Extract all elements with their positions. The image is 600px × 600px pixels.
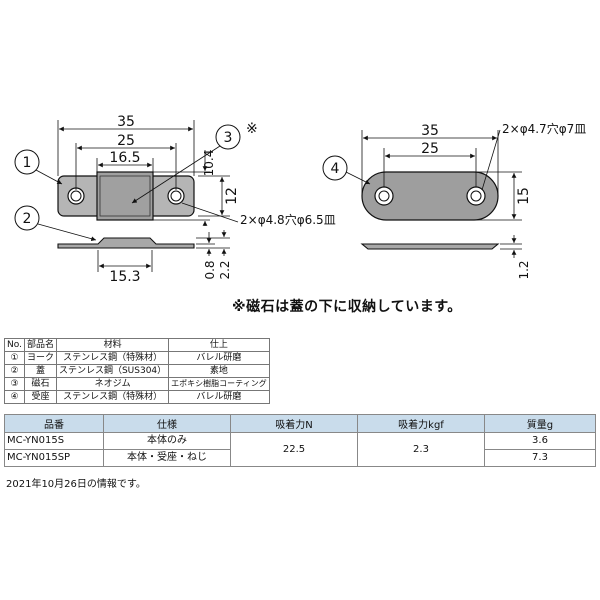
parts-table: No. 部品名 材料 仕上 ① ヨーク ステンレス鋼（特殊材） バレル研磨 ② …	[4, 338, 270, 404]
hole-left-icon	[67, 187, 85, 205]
parts-header-row: No. 部品名 材料 仕上	[4, 338, 270, 352]
spec-header-cell: 吸着力N	[230, 414, 358, 433]
left-dim-10-4: 10.4	[202, 150, 216, 177]
left-dim-35: 35	[117, 114, 135, 130]
spec-header-row: 品番 仕様 吸着力N 吸着力kgf 質量g	[4, 414, 596, 433]
right-dim-25: 25	[421, 141, 439, 157]
table-cell: ヨーク	[23, 351, 57, 365]
force-kgf: 2.3	[357, 432, 485, 467]
callout-1-label: 1	[23, 155, 32, 171]
callout-4-label: 4	[331, 161, 340, 177]
callout-mark: ※	[246, 121, 258, 137]
left-dim-0-8: 0.8	[203, 260, 217, 279]
mass: 3.6	[484, 432, 596, 450]
callout-2-label: 2	[23, 211, 32, 227]
left-dimension-lines	[57, 120, 239, 272]
spec-text: 本体・受座・ねじ	[103, 449, 231, 467]
right-dimension-lines	[361, 129, 522, 258]
plate-hole-left-icon	[374, 186, 394, 206]
table-cell: 磁石	[23, 377, 57, 391]
left-dim-15-3: 15.3	[109, 269, 140, 285]
table-cell: ステンレス鋼（SUS304）	[55, 364, 170, 378]
left-dim-16-5: 16.5	[109, 150, 140, 166]
table-cell: バレル研磨	[168, 351, 270, 365]
table-cell: バレル研磨	[168, 390, 270, 404]
strike-plate-top-view	[361, 171, 499, 221]
table-cell: ②	[4, 364, 25, 378]
table-row: MC-YN015S 本体のみ 22.5 2.3 3.6	[4, 432, 596, 467]
table-cell: 蓋	[23, 364, 57, 378]
strike-plate-side-view	[360, 243, 500, 250]
spec-header-cell: 吸着力kgf	[357, 414, 485, 433]
callout-4	[322, 155, 371, 185]
spec-text: 本体のみ	[103, 432, 231, 450]
callout-2	[14, 205, 97, 242]
storage-note: ※磁石は蓋の下に収納しています。	[232, 299, 462, 315]
callout-3	[131, 124, 241, 204]
callout-3-label: 3	[224, 130, 233, 146]
yoke-side-view	[57, 237, 195, 249]
table-row: MC-YN015SP 本体・受座・ねじ 7.3	[4, 449, 596, 467]
spec-header-cell: 質量g	[484, 414, 596, 433]
parts-header-cell: 仕上	[168, 338, 270, 352]
callout-1	[14, 149, 63, 185]
yoke-top-view	[57, 171, 195, 221]
product-code: MC-YN015SP	[4, 449, 104, 467]
hole-right-icon	[167, 187, 185, 205]
table-row: ② 蓋 ステンレス鋼（SUS304） 素地	[4, 364, 270, 378]
left-dim-2-2: 2.2	[218, 260, 232, 279]
table-cell: エポキシ樹脂コーティング	[168, 377, 270, 391]
technical-drawing: 1 2 3 ※ 35 25 16.5 15.3 10.4 12 0.8 2.2 …	[14, 114, 586, 285]
table-cell: 素地	[168, 364, 270, 378]
spec-header-cell: 仕様	[103, 414, 231, 433]
table-cell: ステンレス鋼（特殊材）	[55, 351, 170, 365]
left-dim-12: 12	[224, 187, 240, 205]
product-code: MC-YN015S	[4, 432, 104, 450]
table-cell: ③	[4, 377, 25, 391]
table-row: ④ 受座 ステンレス鋼（特殊材） バレル研磨	[4, 390, 270, 404]
parts-header-cell: No.	[4, 338, 25, 352]
parts-header-cell: 部品名	[23, 338, 57, 352]
parts-header-cell: 材料	[55, 338, 170, 352]
table-row: ③ 磁石 ネオジム エポキシ樹脂コーティング	[4, 377, 270, 391]
force-n: 22.5	[230, 432, 358, 467]
table-cell: ステンレス鋼（特殊材）	[55, 390, 170, 404]
left-hole-spec: 2×φ4.8穴φ6.5皿	[240, 212, 336, 227]
table-cell: 受座	[23, 390, 57, 404]
table-cell: ネオジム	[55, 377, 170, 391]
table-cell: ④	[4, 390, 25, 404]
info-date-footnote: 2021年10月26日の情報です。	[6, 479, 146, 490]
right-dim-35: 35	[421, 123, 439, 139]
left-dim-25: 25	[117, 133, 135, 149]
right-dim-15: 15	[516, 187, 532, 205]
right-hole-spec: 2×φ4.7穴φ7皿	[502, 121, 586, 136]
right-dim-1-2: 1.2	[517, 260, 531, 279]
spec-table: 品番 仕様 吸着力N 吸着力kgf 質量g MC-YN015S 本体のみ 22.…	[4, 414, 596, 467]
mass: 7.3	[484, 449, 596, 467]
table-cell: ①	[4, 351, 25, 365]
spec-header-cell: 品番	[4, 414, 104, 433]
table-row: ① ヨーク ステンレス鋼（特殊材） バレル研磨	[4, 351, 270, 365]
